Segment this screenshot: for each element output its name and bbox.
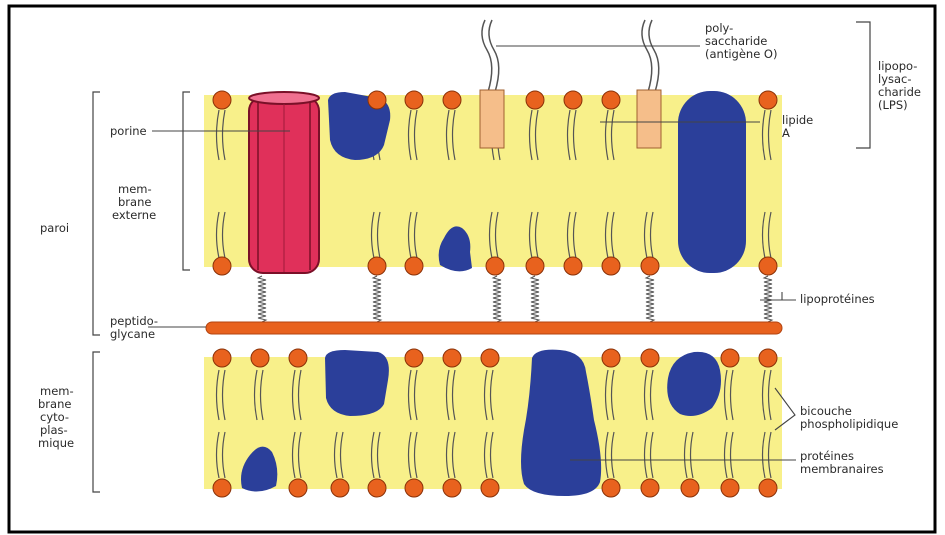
label-proteines-2: membranaires: [800, 462, 884, 476]
label-membrane-externe-3: externe: [112, 208, 156, 222]
label-lps-3: charide: [878, 85, 921, 99]
porin-channel: [249, 92, 319, 273]
peptidoglycan-layer: [206, 322, 782, 334]
lps-molecule-2: [637, 20, 661, 148]
label-paroi: paroi: [40, 221, 69, 235]
outer-membrane-bracket: [183, 92, 190, 270]
label-peptido-2: glycane: [110, 327, 155, 341]
label-bicouche-1: bicouche: [800, 404, 852, 418]
label-peptido-1: peptido-: [110, 314, 158, 328]
label-lipoproteines: lipoprotéines: [800, 292, 875, 306]
label-polysaccharide-1: poly-: [705, 21, 733, 35]
label-lipide-a-2: A: [782, 126, 790, 140]
label-lps-1: lipopo-: [878, 59, 917, 73]
lipoprotein-springs: [258, 276, 772, 322]
label-membrane-cyto-3: cyto-: [40, 410, 69, 424]
outer-transmembrane-protein: [678, 91, 746, 273]
label-membrane-cyto-4: plas-: [40, 423, 68, 437]
lps-molecule-1: [480, 20, 504, 148]
label-membrane-externe-2: brane: [118, 195, 151, 209]
label-polysaccharide-2: saccharide: [705, 34, 767, 48]
inner-protein-top-left: [325, 350, 389, 416]
label-membrane-cyto-1: mem-: [40, 384, 74, 398]
label-porine: porine: [110, 124, 147, 138]
cytoplasmic-membrane-bracket: [93, 352, 100, 492]
paroi-bracket: [93, 92, 100, 335]
lps-bracket: [856, 22, 870, 148]
label-membrane-externe-1: mem-: [118, 182, 152, 196]
label-lipide-a-1: lipide: [782, 113, 813, 127]
label-membrane-cyto-5: mique: [38, 436, 74, 450]
label-polysaccharide-3: (antigène O): [705, 47, 777, 61]
label-lps-4: (LPS): [878, 98, 908, 112]
label-membrane-cyto-2: brane: [38, 397, 71, 411]
label-proteines-1: protéines: [800, 449, 854, 463]
label-lps-2: lysac-: [878, 72, 912, 86]
label-bicouche-2: phospholipidique: [800, 417, 898, 431]
